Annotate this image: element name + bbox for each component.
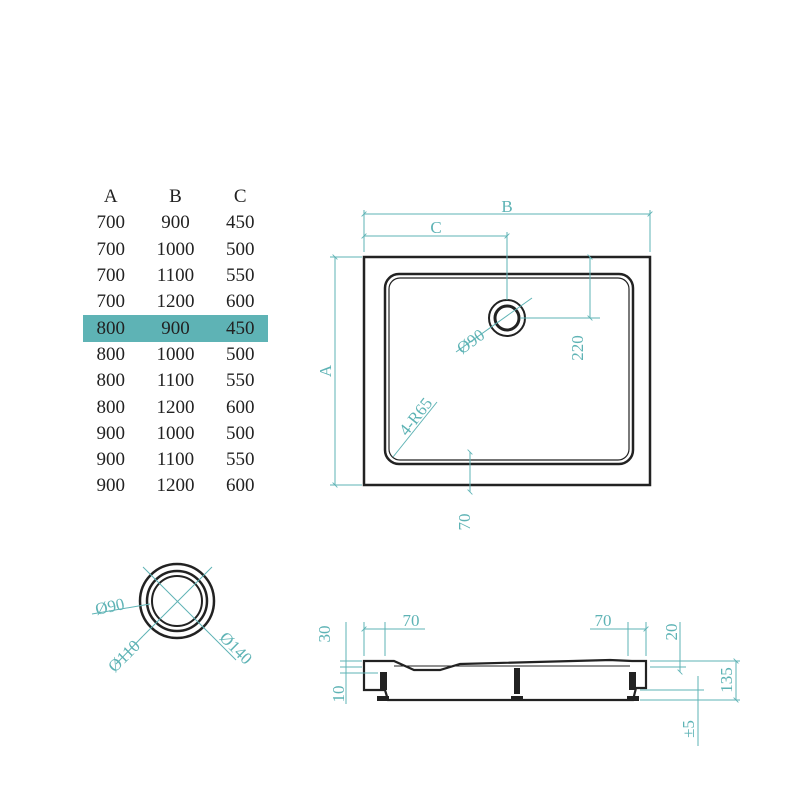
size-row[interactable]: 900 1100 550 — [83, 447, 268, 473]
size-table-header: A B C — [83, 184, 268, 210]
drain-detail-leader-d — [211, 635, 237, 661]
size-cell-c[interactable]: 500 — [226, 238, 255, 260]
adjust-label: ±5 — [679, 720, 698, 738]
size-cell-a[interactable]: 900 — [96, 449, 126, 471]
column-header-b: B — [169, 186, 182, 208]
size-cell-a[interactable]: 700 — [96, 238, 126, 260]
size-cell-b[interactable]: 1200 — [156, 475, 195, 497]
center-foot — [514, 668, 520, 694]
size-row[interactable]: 900 1200 600 — [83, 473, 268, 499]
left-width-label: 70 — [403, 611, 420, 630]
size-row[interactable]: 800 1000 500 — [83, 342, 268, 368]
size-row[interactable]: 800 1200 600 — [83, 394, 268, 420]
edge-width-label: 70 — [455, 514, 474, 531]
left-foot — [380, 672, 387, 690]
size-cell-b[interactable]: 1100 — [156, 265, 195, 287]
size-cell-b[interactable]: 1000 — [156, 422, 195, 444]
c-label: C — [430, 218, 441, 237]
drain-inner-ring — [493, 304, 521, 332]
top-view: B C A Ø90 220 4-R65 70 — [316, 197, 653, 531]
drain-leader — [455, 297, 533, 353]
size-cell-a[interactable]: 700 — [96, 291, 126, 313]
size-cell-b[interactable]: 1000 — [156, 343, 195, 365]
size-cell-c[interactable]: 500 — [226, 343, 255, 365]
drain-detail-view: Ø90 Ø110 Ø140 — [91, 562, 256, 676]
tray-side-profile — [362, 658, 648, 702]
size-cell-c[interactable]: 500 — [226, 422, 255, 444]
size-cell-b[interactable]: 900 — [138, 315, 213, 342]
drain-detail-leader-b — [142, 566, 213, 637]
size-cell-c[interactable]: 600 — [226, 291, 255, 313]
drain-detail-leader-e — [115, 635, 144, 665]
drain-offset-label: 220 — [568, 335, 587, 361]
size-cell-b[interactable]: 1100 — [156, 449, 195, 471]
size-row[interactable]: 700 900 450 — [83, 210, 268, 236]
size-cell-c[interactable]: 600 — [226, 396, 255, 418]
size-cell-a[interactable]: 900 — [96, 422, 126, 444]
right-foot — [629, 672, 636, 690]
a-label: A — [316, 364, 335, 377]
size-row[interactable]: 700 1000 500 — [83, 237, 268, 263]
corner-radius-label: 4-R65 — [395, 394, 436, 439]
drain-detail-inner-label: Ø90 — [94, 594, 127, 619]
drain-detail-mid-label: Ø110 — [104, 636, 144, 676]
left-bottom-label: 10 — [329, 686, 348, 703]
total-height-label: 135 — [717, 667, 736, 693]
tray-inner-outline — [383, 272, 635, 466]
corner-radius-leader — [392, 401, 438, 458]
size-cell-c[interactable]: 450 — [226, 212, 255, 234]
drain-diameter-label: Ø90 — [453, 325, 488, 358]
column-header-a: A — [103, 186, 118, 208]
size-cell-a[interactable]: 700 — [96, 212, 126, 234]
b-label: B — [501, 197, 512, 216]
size-cell-c[interactable]: 550 — [226, 265, 255, 287]
size-cell-c[interactable]: 550 — [226, 370, 255, 392]
size-row[interactable]: 800 1100 550 — [83, 368, 268, 394]
right-foot-base — [627, 696, 639, 701]
size-cell-c[interactable]: 550 — [226, 449, 255, 471]
drain-detail-inner — [151, 575, 203, 627]
size-row[interactable]: 700 1200 600 — [83, 289, 268, 315]
right-top-label: 20 — [662, 624, 681, 641]
drain-detail-mid — [145, 569, 209, 633]
left-top-label: 30 — [315, 626, 334, 643]
size-cell-b[interactable]: 1000 — [156, 238, 195, 260]
column-header-c: C — [233, 186, 247, 208]
size-cell-b[interactable]: 1100 — [156, 370, 195, 392]
tray-inner-outline-2 — [388, 277, 630, 461]
drain-detail-outer-label: Ø140 — [216, 628, 256, 668]
drain-detail-leader-c — [91, 603, 151, 615]
size-cell-a[interactable]: 800 — [96, 396, 126, 418]
size-cell-b[interactable]: 1200 — [156, 291, 195, 313]
size-cell-a[interactable]: 800 — [96, 343, 126, 365]
size-cell-c[interactable]: 450 — [212, 315, 268, 342]
size-cell-a[interactable]: 700 — [96, 265, 126, 287]
center-foot-base — [511, 696, 523, 701]
right-width-label: 70 — [595, 611, 612, 630]
size-cell-a[interactable]: 800 — [83, 315, 139, 342]
size-cell-b[interactable]: 900 — [161, 212, 190, 234]
drain-detail-outer — [138, 562, 216, 640]
left-foot-base — [377, 696, 389, 701]
size-cell-b[interactable]: 1200 — [156, 396, 195, 418]
size-cell-c[interactable]: 600 — [226, 475, 255, 497]
side-view: 70 70 30 10 20 135 ±5 — [315, 611, 740, 746]
size-row[interactable]: 700 1100 550 — [83, 263, 268, 289]
size-cell-a[interactable]: 800 — [96, 370, 126, 392]
size-row[interactable]: 900 1000 500 — [83, 421, 268, 447]
size-cell-a[interactable]: 900 — [96, 475, 126, 497]
